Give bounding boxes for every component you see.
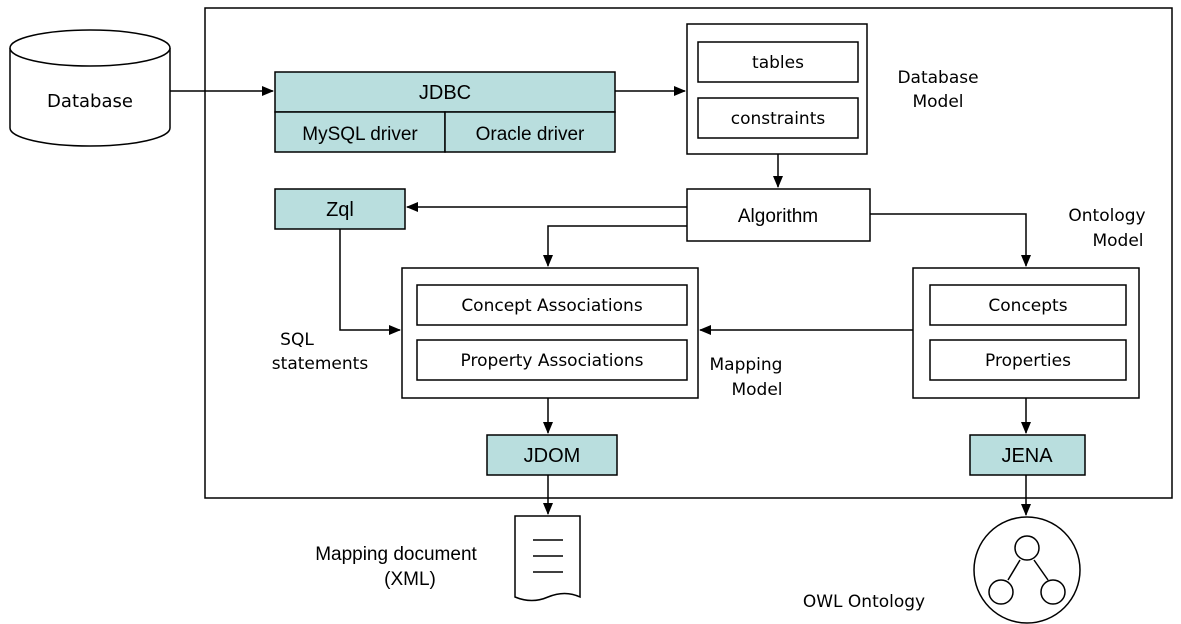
concepts-box <box>929 284 1127 326</box>
properties-box <box>929 339 1127 381</box>
sql-statements-label-2: statements <box>272 354 369 374</box>
jena-label: JENA <box>1001 445 1053 467</box>
oracle-driver-label: Oracle driver <box>476 124 585 145</box>
jdom-component <box>486 434 618 476</box>
ontology-model-label-2: Model <box>1092 231 1143 251</box>
mapping-document-label-1: Mapping document <box>315 544 477 565</box>
jdom-label: JDOM <box>524 445 581 467</box>
jdbc-component <box>274 71 616 153</box>
tables-box <box>697 41 859 83</box>
arrow-algorithm-to-ontology-model <box>870 213 1031 267</box>
ontology-graph-icon <box>973 516 1081 624</box>
mapping-model-label-2: Model <box>731 380 782 400</box>
jdbc-label: JDBC <box>419 82 471 104</box>
properties-label: Properties <box>985 351 1071 371</box>
zql-component <box>274 188 406 230</box>
constraints-box <box>697 97 859 139</box>
database-label: Database <box>47 91 133 112</box>
algorithm-box <box>686 188 871 242</box>
connectors <box>170 86 1031 516</box>
property-associations-box <box>416 339 688 381</box>
algorithm-label: Algorithm <box>738 206 818 227</box>
concept-associations-label: Concept Associations <box>461 296 643 316</box>
property-associations-label: Property Associations <box>461 351 644 371</box>
concept-associations-box <box>416 284 688 326</box>
arrow-algorithm-to-mapping-model <box>543 225 687 267</box>
database-model-label-1: Database <box>897 68 978 88</box>
document-icon <box>514 515 581 602</box>
zql-label: Zql <box>326 199 354 221</box>
mapping-model-label-1: Mapping <box>710 355 783 375</box>
system-boundary <box>204 7 1173 499</box>
sql-statements-label-1: SQL <box>280 330 314 350</box>
concepts-label: Concepts <box>988 296 1067 316</box>
constraints-label: constraints <box>731 109 826 129</box>
mapping-document-label-2: (XML) <box>384 569 436 590</box>
database-cylinder-icon <box>9 29 171 147</box>
database-model-label-2: Model <box>912 92 963 112</box>
tables-label: tables <box>752 53 804 73</box>
ontology-model-label-1: Ontology <box>1068 206 1145 226</box>
arrow-zql-to-mapping-model <box>339 229 401 335</box>
jena-component <box>969 434 1086 476</box>
mysql-driver-label: MySQL driver <box>302 124 418 145</box>
owl-ontology-label: OWL Ontology <box>803 592 925 612</box>
